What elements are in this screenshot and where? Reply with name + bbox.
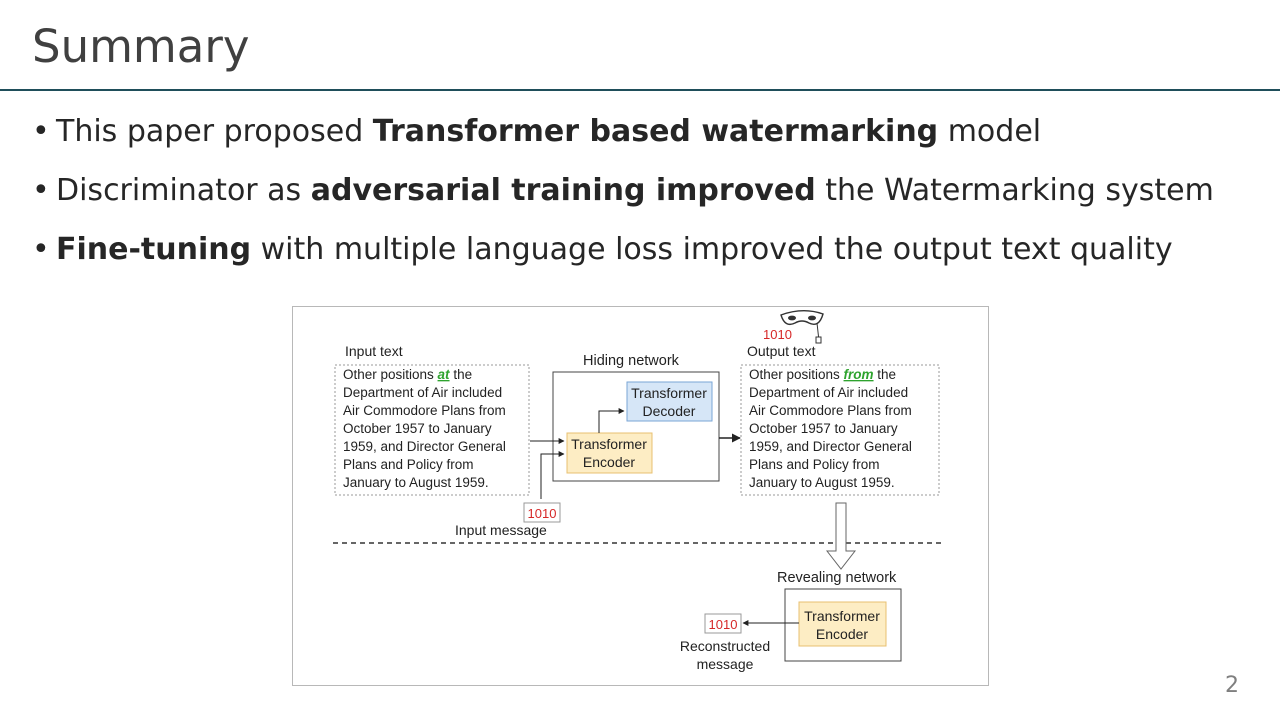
bullet-text: This paper proposed — [56, 114, 373, 149]
input-line: Air Commodore Plans from — [343, 403, 506, 418]
encoder-label-line: Encoder — [583, 454, 635, 470]
output-line: October 1957 to January — [749, 421, 898, 436]
message-to-encoder-arrow — [540, 451, 565, 499]
bullet-item: •This paper proposed Transformer based w… — [32, 112, 1262, 152]
output-bits: 1010 — [763, 327, 792, 342]
output-line: 1959, and Director General — [749, 439, 912, 454]
input-line: Department of Air included — [343, 385, 502, 400]
revealing-encoder-label-line: Encoder — [816, 626, 868, 642]
bullet-item: •Discriminator as adversarial training i… — [32, 171, 1262, 211]
decoder-label-line: Transformer — [631, 385, 707, 401]
revealing-encoder-block — [798, 601, 887, 647]
bullet-bold-text: Transformer based watermarking — [372, 114, 939, 149]
output-line: January to August 1959. — [749, 475, 895, 490]
output-text-body: Other positions from the Department of A… — [749, 367, 912, 490]
reconstructed-message-box — [704, 613, 742, 634]
input-line: January to August 1959. — [343, 475, 489, 490]
bullet-text: the Watermarking system — [815, 173, 1214, 208]
bullet-bold-text: Fine-tuning — [56, 232, 252, 267]
input-message-label: Input message — [455, 522, 547, 538]
revealing-encoder-label-line: Transformer — [804, 608, 880, 624]
bullet-text: Discriminator as — [56, 173, 311, 208]
transformer-encoder-block — [566, 432, 653, 474]
watermark-word-original: at — [438, 367, 451, 382]
bullet-dot: • — [32, 173, 50, 208]
input-line: October 1957 to January — [343, 421, 492, 436]
input-line: 1959, and Director General — [343, 439, 506, 454]
output-to-revealing-arrow — [825, 502, 857, 570]
decoder-label-line: Decoder — [643, 403, 696, 419]
mask-icon — [780, 310, 824, 344]
output-line: Other positions from the — [749, 367, 896, 382]
bullet-list: •This paper proposed Transformer based w… — [32, 112, 1262, 289]
input-text-box — [334, 364, 530, 496]
input-message-box — [523, 502, 561, 523]
output-line: Department of Air included — [749, 385, 908, 400]
slide-title: Summary — [32, 20, 250, 73]
reconstructed-label-line: Reconstructed — [680, 638, 770, 654]
bullet-dot: • — [32, 114, 50, 149]
bullet-bold-text: adversarial training improved — [310, 173, 816, 208]
input-line: Other positions at the — [343, 367, 472, 382]
revealing-network-box — [784, 588, 902, 662]
diagram-canvas: Input text Other positions at the Depart… — [333, 310, 941, 672]
output-line: Plans and Policy from — [749, 457, 880, 472]
bullet-text: with multiple language loss improved the… — [251, 232, 1173, 267]
bullet-item: •Fine-tuning with multiple language loss… — [32, 230, 1262, 270]
page-number: 2 — [1225, 673, 1239, 698]
reconstructed-label-line: message — [697, 656, 754, 672]
watermark-word-replaced: from — [844, 367, 874, 382]
output-text-label: Output text — [747, 343, 816, 359]
encoder-label-line: Transformer — [571, 436, 647, 452]
output-line: Air Commodore Plans from — [749, 403, 912, 418]
reconstructed-bits: 1010 — [709, 617, 738, 632]
watermarking-diagram: Input text Other positions at the Depart… — [292, 306, 989, 686]
title-divider — [0, 89, 1280, 91]
bullet-dot: • — [32, 232, 50, 267]
input-line: Plans and Policy from — [343, 457, 474, 472]
bullet-text: model — [938, 114, 1042, 149]
hiding-network-label: Hiding network — [583, 353, 680, 369]
revealing-network-label: Revealing network — [777, 570, 897, 586]
input-text-label: Input text — [345, 343, 403, 359]
input-text-body: Other positions at the Department of Air… — [343, 367, 506, 490]
encoder-to-decoder-arrow — [598, 408, 625, 433]
hiding-network-box — [552, 371, 720, 482]
input-message-bits: 1010 — [528, 506, 557, 521]
transformer-decoder-block — [626, 381, 713, 422]
